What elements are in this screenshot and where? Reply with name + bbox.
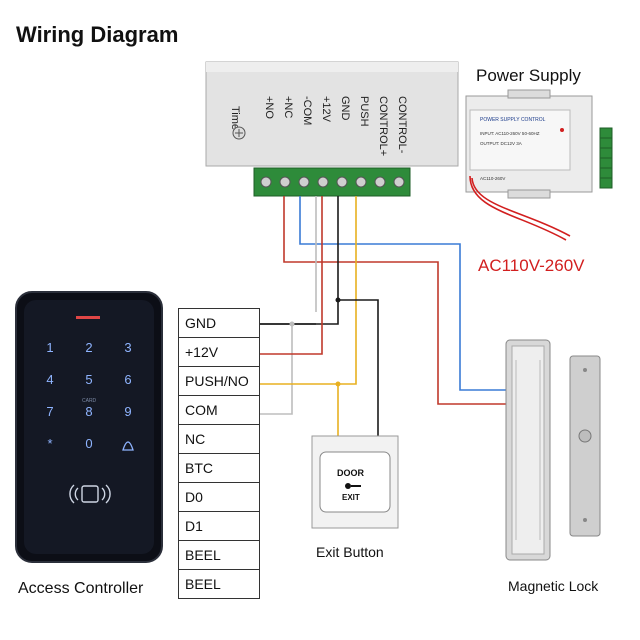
relay-terminal-label: GND: [339, 96, 351, 121]
pin-row: NC: [178, 424, 260, 454]
keypad-key: 3: [124, 340, 131, 355]
ps-panel-input: INPUT: AC110-260V 50-60HZ: [480, 131, 540, 136]
keypad-key: 8: [85, 404, 92, 419]
bell-icon: [122, 441, 134, 451]
pin-row: BEEL: [178, 569, 260, 599]
keypad-key: 9: [124, 404, 131, 419]
keypad-key: *: [47, 436, 52, 451]
exit-button-label: Exit Button: [316, 544, 384, 560]
magnetic-lock-label: Magnetic Lock: [508, 578, 599, 594]
exit-button-line1: DOOR: [337, 468, 365, 478]
terminal-screw-icon: [279, 176, 291, 188]
ps-panel-heading: POWER SUPPLY CONTROL: [480, 117, 546, 123]
terminal-screw-icon: [260, 176, 272, 188]
pin-label: BEEL: [178, 569, 260, 599]
terminal-screw-icon: [336, 176, 348, 188]
key-icon: [345, 483, 361, 489]
pin-label: D0: [178, 482, 260, 512]
keypad-key: 7: [46, 404, 53, 419]
access-controller-device: 1 2 3 4 5 6 7 8 9 * 0 CARD: [15, 291, 163, 563]
keypad-key: 2: [85, 340, 92, 355]
keypad-key: 6: [124, 372, 131, 387]
access-controller-label: Access Controller: [18, 580, 144, 597]
pin-label: D1: [178, 511, 260, 541]
pin-row: BEEL: [178, 540, 260, 570]
terminal-screw-icon: [374, 176, 386, 188]
relay-time-label: Time: [229, 106, 241, 130]
keypad-key: 4: [46, 372, 53, 387]
relay-terminal-label: CONTROL+: [377, 96, 389, 156]
ps-panel-output: OUTPUT: DC12V 3A: [480, 141, 522, 146]
relay-terminal-label: -COM: [301, 96, 313, 125]
exit-button-line2: EXIT: [342, 493, 360, 502]
ac-voltage-label: AC110V-260V: [478, 256, 585, 275]
ps-panel-ac: AC110-260V: [480, 176, 505, 181]
pin-row: GND: [178, 308, 260, 338]
keypad-key: 1: [46, 340, 53, 355]
relay-terminal-label: +NC: [282, 96, 294, 118]
keypad-key: 0: [85, 436, 92, 451]
magnetic-lock-device: [505, 339, 601, 561]
relay-terminal-label: PUSH: [358, 96, 370, 127]
pin-row: D1: [178, 511, 260, 541]
pin-row: COM: [178, 395, 260, 425]
keypad-key: 5: [85, 372, 92, 387]
pin-row: BTC: [178, 453, 260, 483]
relay-box: Time +NO +NC -COM +12V GND PUSH CONTROL+ CONTRO…: [205, 61, 459, 197]
relay-terminal-label: +NO: [263, 96, 275, 119]
ps-led-icon: [560, 128, 564, 132]
terminal-screw-icon: [298, 176, 310, 188]
page-title: Wiring Diagram: [16, 22, 179, 47]
pin-label: +12V: [178, 337, 260, 367]
relay-terminal-label: +12V: [320, 96, 332, 123]
pin-label: GND: [178, 308, 260, 338]
terminal-screw-icon: [355, 176, 367, 188]
pin-row: D0: [178, 482, 260, 512]
pin-label: COM: [178, 395, 260, 425]
exit-button-device: DOOR EXIT: [311, 435, 399, 529]
power-supply-title: Power Supply: [476, 66, 581, 85]
pin-label: BEEL: [178, 540, 260, 570]
controller-card-text: CARD: [82, 398, 97, 404]
pin-label: PUSH/NO: [178, 366, 260, 396]
pin-label: BTC: [178, 453, 260, 483]
power-supply-unit: POWER SUPPLY CONTROL INPUT: AC110-260V 5…: [465, 89, 613, 241]
pin-label: NC: [178, 424, 260, 454]
pin-row: PUSH/NO: [178, 366, 260, 396]
terminal-screw-icon: [393, 176, 405, 188]
relay-terminal-label: CONTROL-: [396, 96, 408, 154]
terminal-screw-icon: [317, 176, 329, 188]
pin-row: +12V: [178, 337, 260, 367]
rfid-icon: [69, 484, 111, 504]
